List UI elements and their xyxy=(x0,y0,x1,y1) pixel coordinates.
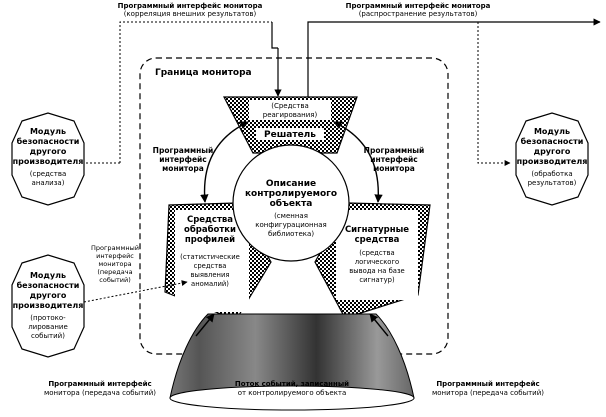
processing-title-3: профилей xyxy=(185,235,235,245)
module-right-line-2: безопасности xyxy=(521,136,584,146)
monitor-boundary xyxy=(139,57,449,355)
module-bottom-left-line-2: безопасности xyxy=(17,280,80,290)
left-api-label-3: монитора xyxy=(162,164,204,173)
center-title-1: Описание xyxy=(266,179,316,189)
monitor-boundary-label: Граница монитора xyxy=(155,68,252,78)
module-right-line-4: производителя xyxy=(517,157,588,166)
signature-note-2: логического xyxy=(355,258,399,266)
top-right-interface-note: (распространение результатов) xyxy=(359,10,478,18)
module-top-left-line-3: другого xyxy=(30,147,67,156)
top-right-interface-title: Программный интерфейс монитора xyxy=(346,2,491,10)
left-internal-api-arrow xyxy=(200,121,249,203)
module-right-line-3: другого xyxy=(534,147,571,156)
module-bottom-left-note-1: (протоко- xyxy=(30,314,66,322)
monitored-object-circle xyxy=(232,144,350,262)
module-right-shape xyxy=(515,112,589,206)
right-api-label-1: Программный xyxy=(364,146,425,155)
module-bottom-left-note-2: лирование xyxy=(28,323,68,331)
module-top-left-line-4: производителя xyxy=(13,157,84,166)
left-api-label-1: Программный xyxy=(153,146,214,155)
correlation-solid-line xyxy=(271,22,278,49)
bottom-center-label-1: Поток событий, записанный xyxy=(235,380,349,388)
event-api-label-5: событий) xyxy=(99,276,130,284)
correlation-line xyxy=(119,21,272,163)
bottom-left-label-2: монитора (передача событий) xyxy=(44,389,156,397)
module-top-left-line-2: безопасности xyxy=(17,136,80,146)
results-dashed-arrow xyxy=(477,22,511,166)
module-bottom-left-line-1: Модуль xyxy=(30,271,66,280)
processing-note-2: средства xyxy=(194,262,227,270)
event-stream-arrow-right xyxy=(369,313,389,337)
center-title-2: контролируемого xyxy=(245,189,337,199)
processing-note-3: выявления xyxy=(191,271,230,279)
module-bottom-left-line-4: производителя xyxy=(13,301,84,310)
right-api-label-2: интерфейс xyxy=(370,155,417,164)
signature-title-2: средства xyxy=(355,235,400,245)
signature-note-4: сигнатур) xyxy=(359,276,395,284)
decider-title-bg xyxy=(256,128,324,140)
center-title-3: объекта xyxy=(270,198,313,209)
module-bottom-left-shape xyxy=(11,254,85,358)
event-stream-arrow-left xyxy=(195,313,215,337)
decider-note-bg xyxy=(249,100,331,120)
processing-title-1: Средства xyxy=(187,215,233,225)
module-bottom-left-line-3: другого xyxy=(30,291,67,300)
decider-note-1: (Средства xyxy=(271,102,309,110)
module-top-left-note-1: (средства xyxy=(30,170,67,178)
event-api-label-1: Программный xyxy=(91,244,139,252)
event-stream-base xyxy=(169,385,415,411)
module-bottom-left-note-3: событий) xyxy=(31,332,65,340)
signature-bg xyxy=(336,210,418,300)
module-top-left-note-2: анализа) xyxy=(32,179,65,187)
center-note-2: конфигурационная xyxy=(255,221,326,229)
left-api-label-2: интерфейс xyxy=(159,155,206,164)
bottom-right-label-1: Программный интерфейс xyxy=(436,380,539,388)
module-right-note-2: результатов) xyxy=(528,179,577,187)
distribution-arrow xyxy=(307,18,601,100)
processing-title-2: обработки xyxy=(184,224,236,235)
bottom-right-label-2: монитора (передача событий) xyxy=(432,389,544,397)
center-note-1: (сменная xyxy=(274,212,308,220)
event-api-label-3: монитора xyxy=(98,260,131,268)
bottom-left-label-1: Программный интерфейс xyxy=(48,380,151,388)
decider-title: Решатель xyxy=(264,130,316,140)
module-top-left-shape xyxy=(11,112,85,206)
module-right-note-1: (обработка xyxy=(531,170,572,178)
event-api-label-2: интерфейс xyxy=(96,252,134,260)
processing-note-1: (статистические xyxy=(180,253,240,261)
center-note-3: библиотека) xyxy=(268,230,314,238)
signature-note-1: (средства xyxy=(359,249,394,257)
right-internal-api-arrow xyxy=(333,121,383,203)
module-right-line-1: Модуль xyxy=(534,127,570,136)
top-left-interface-title: Программный интерфейс монитора xyxy=(118,2,263,10)
module-top-left-line-1: Модуль xyxy=(30,127,66,136)
event-api-label-4: (передача xyxy=(97,268,132,276)
processing-note-4: аномалий) xyxy=(191,280,229,288)
right-api-label-3: монитора xyxy=(373,164,415,173)
event-stream-cone xyxy=(169,313,415,399)
signature-title-1: Сигнатурные xyxy=(345,225,409,235)
signature-note-3: вывода на базе xyxy=(349,267,404,275)
processing-bg xyxy=(175,210,249,312)
decider-note-2: реагирования) xyxy=(263,111,318,119)
top-left-interface-note: (корреляция внешних результатов) xyxy=(124,10,257,18)
bottom-center-label-2: от контролируемого объекта xyxy=(238,389,347,397)
event-dashed-arrow xyxy=(83,280,188,303)
